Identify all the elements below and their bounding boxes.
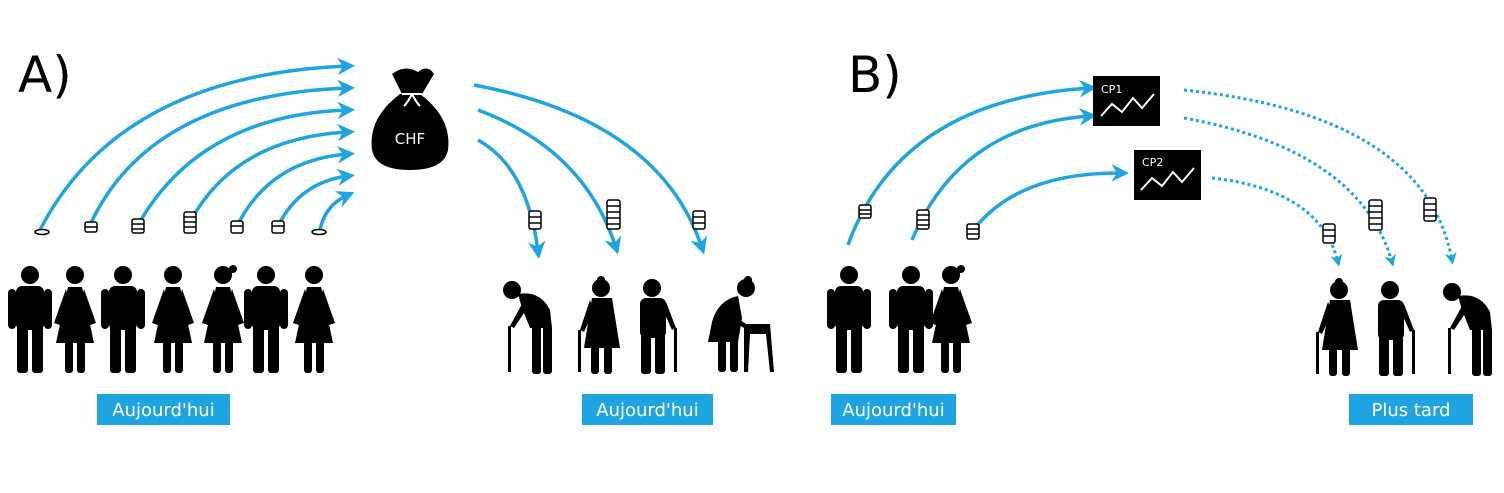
chart-line-icon [1140,167,1195,191]
svg-text:Aujourd'hui: Aujourd'hui [842,400,944,421]
elderly-man-bent-icon [1443,283,1492,376]
man-icon [101,266,145,373]
panel-a-payout-coins [528,199,706,230]
panel-b-label-left: Aujourd'hui [831,394,956,425]
chart-line-icon [1100,93,1155,117]
svg-text:Aujourd'hui: Aujourd'hui [112,400,214,421]
fund-label-cp1: CP1 [1101,83,1122,96]
girl-icon [202,265,244,373]
fund-cp1-card: CP1 [1093,76,1160,126]
panel-a-retirees [503,276,774,374]
panel-b-contributors [827,265,972,373]
woman-icon [152,266,194,373]
panel-a-label-left: Aujourd'hui [97,394,230,425]
panel-b-payout-coins [1322,197,1437,244]
fund-cp2-card: CP2 [1134,150,1201,200]
panel-b-payout-arrows [1183,88,1457,267]
panel-b-letter: B) [848,46,902,104]
panel-a-letter: A) [18,46,72,104]
panel-a-payout-arrows [473,83,708,259]
elderly-man-bent-icon [503,281,552,374]
elderly-woman-icon [578,276,620,374]
elderly-man-icon [640,279,677,374]
panel-a-contributors [8,265,335,373]
man-icon [827,266,871,373]
woman-icon [293,266,335,373]
panel-b-contribution-arrows [846,79,1129,246]
panel-b-label-right: Plus tard [1349,394,1473,425]
girl-icon [930,265,972,373]
panel-b-retirees [1316,278,1492,376]
man-icon [889,266,933,373]
woman-icon [54,266,96,373]
elderly-woman-walker-icon [708,276,774,372]
man-icon [8,266,52,373]
fund-label-cp2: CP2 [1142,156,1163,169]
money-bag-icon: CHF [371,68,449,170]
panel-a-contributor-coins [34,211,327,236]
elderly-woman-icon [1316,278,1358,376]
svg-text:Aujourd'hui: Aujourd'hui [596,400,698,421]
elderly-man-icon [1378,281,1415,376]
svg-text:Plus tard: Plus tard [1372,400,1451,421]
man-icon [244,266,288,373]
panel-a-label-right: Aujourd'hui [582,394,713,425]
panel-a-contribution-arrows [38,57,355,231]
panel-b-contributor-coins [858,204,980,240]
fund-label-chf: CHF [395,130,425,148]
